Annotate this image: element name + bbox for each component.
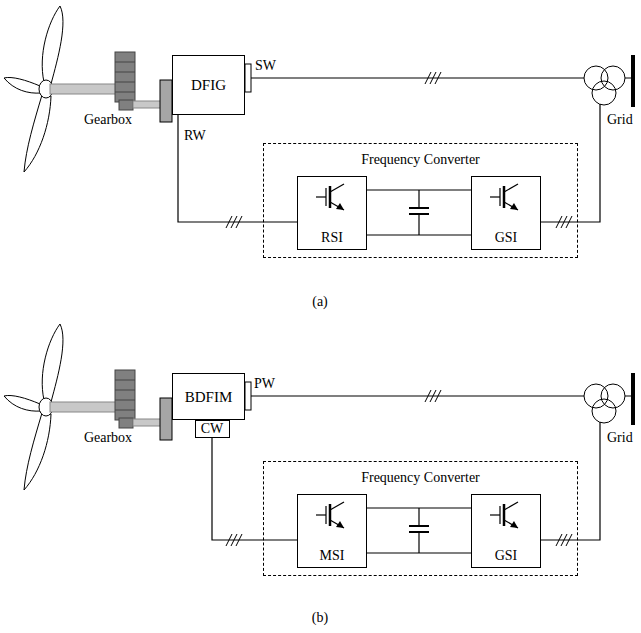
inverter-name: GSI <box>495 548 518 564</box>
subfigure-label: (b) <box>312 610 328 626</box>
wire-connector <box>367 189 471 190</box>
wire-connector <box>212 438 297 540</box>
inverter-box: MSI <box>297 494 367 568</box>
generator-box: BDFIM <box>172 373 245 420</box>
inverter-name: MSI <box>320 548 345 564</box>
part-label: Gearbox <box>84 430 132 446</box>
wire-connector <box>178 115 297 222</box>
part-label: Gearbox <box>84 112 132 128</box>
winding-label: RW <box>184 128 206 144</box>
winding-label: PW <box>254 376 275 392</box>
converter-frame: Frequency ConverterMSI GSI <box>263 461 578 576</box>
converter-title: Frequency Converter <box>361 152 480 168</box>
inverter-box: GSI <box>471 176 541 250</box>
grid-label: Grid <box>607 112 633 128</box>
winding-name: CW <box>201 421 224 437</box>
generator-box: DFIG <box>172 55 245 115</box>
wire-connector <box>367 507 471 508</box>
generator-name: DFIG <box>191 77 226 93</box>
inverter-box: GSI <box>471 494 541 568</box>
inverter-name: RSI <box>321 230 343 246</box>
inverter-box: RSI <box>297 176 367 250</box>
grid-label: Grid <box>607 430 633 446</box>
winding-label: SW <box>255 58 276 74</box>
subfigure-label: (a) <box>312 294 328 310</box>
converter-title: Frequency Converter <box>361 470 480 486</box>
winding-box: CW <box>195 420 230 438</box>
generator-name: BDFIM <box>185 389 233 405</box>
converter-frame: Frequency ConverterRSI GSI <box>263 143 578 258</box>
inverter-name: GSI <box>495 230 518 246</box>
